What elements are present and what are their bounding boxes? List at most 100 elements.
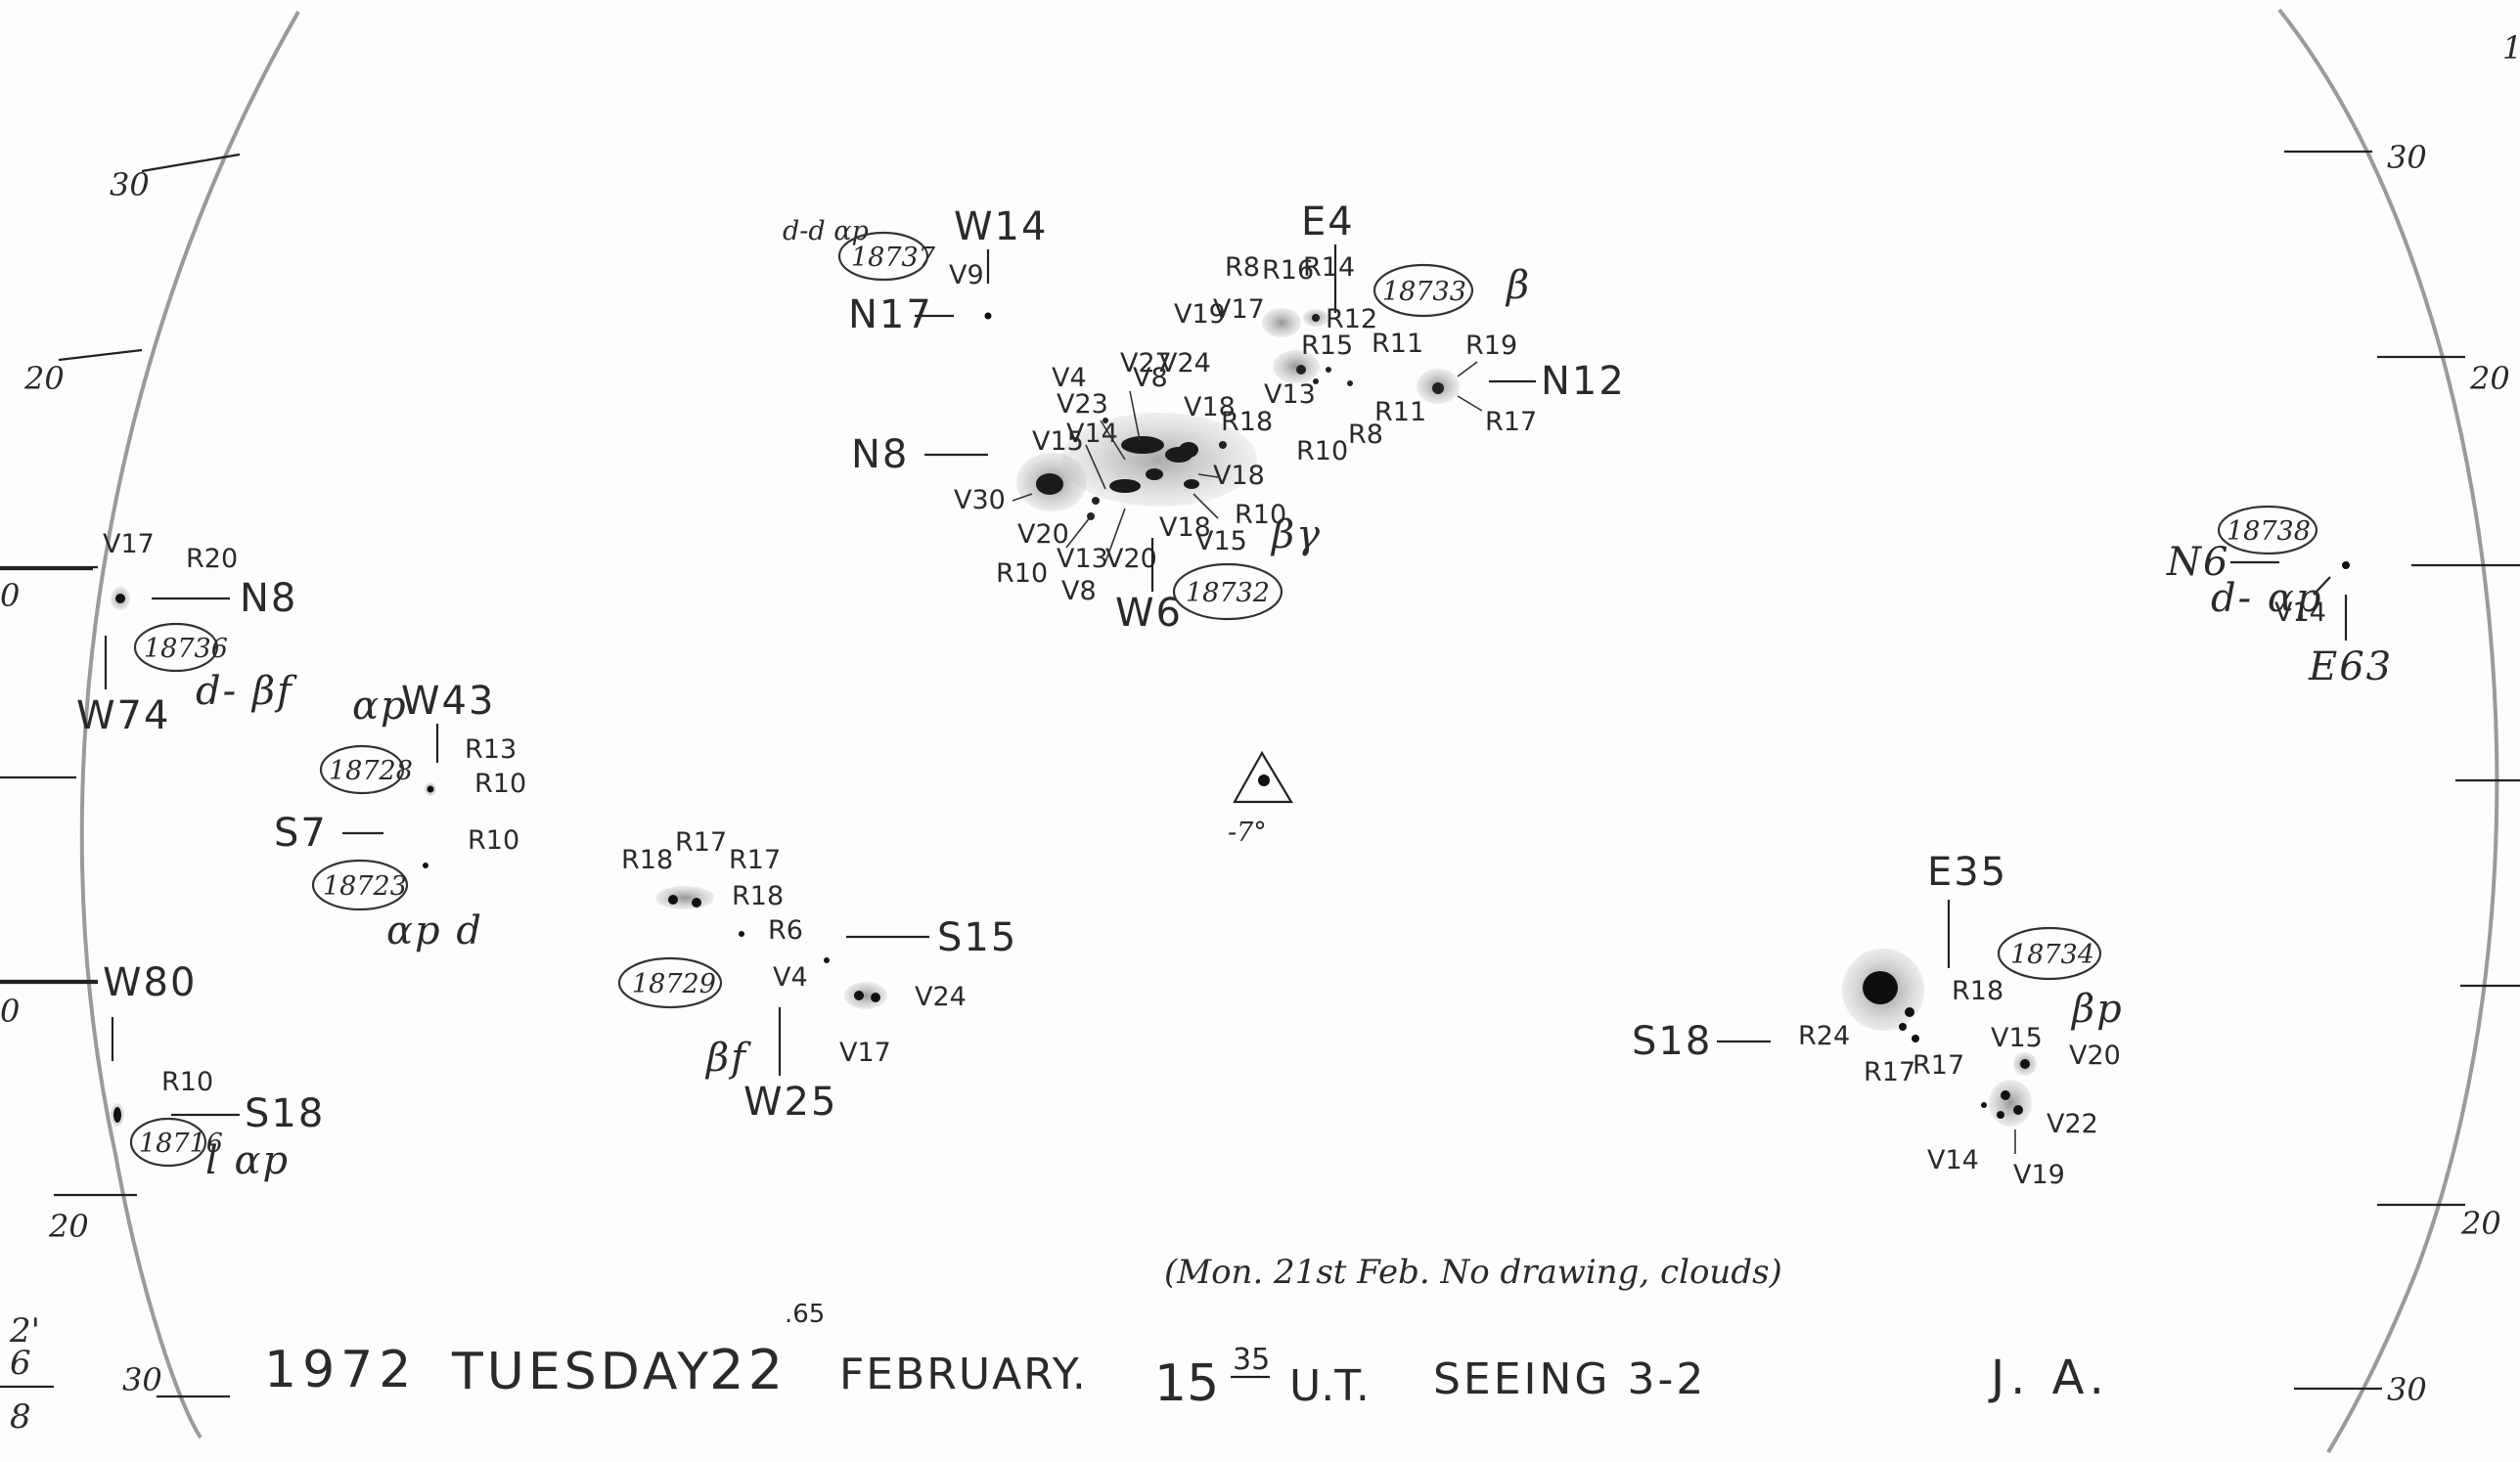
group-18738: N6 18738 V14 d- αp E63 [2166, 505, 2393, 689]
spot-label: V14 [2274, 598, 2326, 628]
spot-label: R10 [1235, 500, 1286, 530]
left-tick-label: 20 [23, 360, 65, 397]
spot-label: R8 [1225, 252, 1260, 283]
spot-label: V20 [1017, 519, 1069, 550]
right-tick-label: 20 [2469, 360, 2510, 397]
group-longitude: E35 [1927, 850, 2007, 895]
group-latitude: S18 [245, 1091, 325, 1136]
group-18716: W80 R10 S18 18716 l αp [0, 960, 325, 1183]
observation-note: (Mon. 21st Feb. No drawing, clouds) [1164, 1253, 1782, 1292]
spot-label: V15 [1032, 426, 1084, 457]
observation-day: 22 [709, 1339, 787, 1402]
group-number: 18729 [632, 969, 716, 999]
group-number: 18736 [144, 634, 228, 664]
time-unit: U.T. [1289, 1361, 1370, 1411]
spot-label: V20 [2069, 1041, 2121, 1071]
group-number: 18733 [1382, 277, 1466, 307]
spot-label: R17 [675, 827, 727, 858]
disc-center-marker: -7° [1228, 750, 1293, 848]
group-latitude: N6 [2166, 540, 2229, 585]
right-tick-label: 30 [2387, 139, 2427, 176]
margin-note: 8 [10, 1397, 31, 1437]
group-longitude: E63 [2308, 644, 2393, 689]
margin-note: 6 [10, 1344, 31, 1383]
observation-minute: 35 [1233, 1343, 1270, 1377]
group-18737: d-d αp 18737 W14 N17 V9 [783, 204, 1048, 337]
group-longitude: W80 [103, 960, 197, 1005]
group-longitude: W43 [401, 679, 495, 724]
spot-label: V18 [1184, 392, 1236, 422]
spot-label: R18 [621, 845, 673, 875]
group-number: 18738 [2227, 516, 2311, 547]
right-scale-ticks: 30 20 20 30 1 [2284, 29, 2520, 1408]
group-18733: E4 18733 β N12 R8 R16 R14 R12 R15 R11 R1… [1174, 199, 1624, 450]
left-tick-label: 0 [0, 993, 20, 1030]
group-latitude: N8 [240, 576, 297, 621]
group-longitude: W74 [76, 693, 170, 738]
right-tick-label: 30 [2387, 1371, 2427, 1408]
spot-label: R15 [1301, 331, 1353, 361]
observation-weekday: TUESDAY [451, 1343, 712, 1401]
group-18732: N8 V4 V23 V27 V8 V24 V15 V14 V18 R18 R10… [851, 348, 1348, 636]
spot-label: R11 [1374, 397, 1426, 427]
group-latitude: S7 [274, 811, 328, 856]
spot-label: V20 [1105, 544, 1157, 574]
group-number: 18716 [139, 1129, 223, 1159]
corner-mark: 1 [2502, 29, 2520, 66]
spot-label: R16 [1262, 255, 1314, 286]
spot-label: V18 [1213, 461, 1265, 491]
group-class-label: d-d αp [783, 216, 869, 246]
group-number: 18737 [851, 243, 936, 273]
left-tick-label: 30 [122, 1361, 162, 1398]
spot-label: V18 [1159, 512, 1211, 543]
spot-label: V19 [1174, 299, 1226, 330]
spot-label: V8 [1133, 363, 1168, 393]
group-18728: αp W43 18728 R13 R10 [319, 679, 526, 799]
spot-label: V4 [1052, 363, 1087, 393]
spot-label: V30 [954, 485, 1006, 515]
spot-label: V17 [103, 529, 155, 559]
center-latitude-label: -7° [1228, 818, 1267, 848]
observation-year: 1972 [264, 1341, 417, 1399]
spot-label: V14 [1927, 1145, 1979, 1175]
group-class-label: βγ [1270, 512, 1322, 557]
spot-label: R10 [1296, 436, 1348, 466]
spot-label: V15 [1195, 526, 1247, 556]
spot-label: R20 [186, 544, 238, 574]
spot-label: R8 [1348, 420, 1383, 450]
solar-limb-right [2277, 8, 2499, 1454]
group-longitude: W14 [954, 204, 1048, 249]
left-scale-ticks: 30 20 0 0 20 30 [0, 153, 241, 1398]
right-tick-label: 20 [2460, 1205, 2501, 1242]
group-latitude: S15 [937, 915, 1017, 960]
group-class-label: l αp [205, 1138, 290, 1183]
group-18734: E35 18734 βp R18 R24 R17 R17 S18 V15 V20… [1632, 850, 2124, 1190]
spot-label: R17 [1864, 1057, 1915, 1087]
left-tick-label: 0 [0, 577, 20, 614]
spot-label: R18 [1221, 407, 1273, 437]
group-latitude: S18 [1632, 1019, 1712, 1064]
spot-label: V17 [1213, 294, 1265, 325]
left-tick-label: 20 [48, 1208, 89, 1245]
clouds-note: (Mon. 21st Feb. No drawing, clouds) [1164, 1253, 1782, 1292]
spot-label: V17 [839, 1038, 891, 1068]
spot-label: V24 [1159, 348, 1211, 378]
group-class-label: βp [2070, 987, 2124, 1032]
group-class-label: d- βf [196, 669, 297, 714]
group-class-label: αp d [386, 908, 483, 953]
observation-footer: 2' 6 8 1972 TUESDAY 22 .65 FEBRUARY. 15 … [0, 1300, 2104, 1437]
spot-label: R19 [1465, 331, 1517, 361]
group-18723: S7 18723 R10 αp d [274, 811, 519, 953]
group-class-label: d- αp [2211, 576, 2322, 621]
spot-label: R13 [465, 734, 517, 765]
spot-label: V19 [2013, 1160, 2065, 1190]
spot-label: R11 [1372, 329, 1423, 359]
seeing-value: SEEING 3-2 [1433, 1354, 1706, 1404]
group-longitude: E4 [1301, 199, 1355, 244]
spot-label: V4 [773, 962, 808, 993]
spot-label: V13 [1057, 544, 1108, 574]
spot-label: R24 [1798, 1021, 1850, 1051]
spot-label: V15 [1991, 1023, 2043, 1053]
